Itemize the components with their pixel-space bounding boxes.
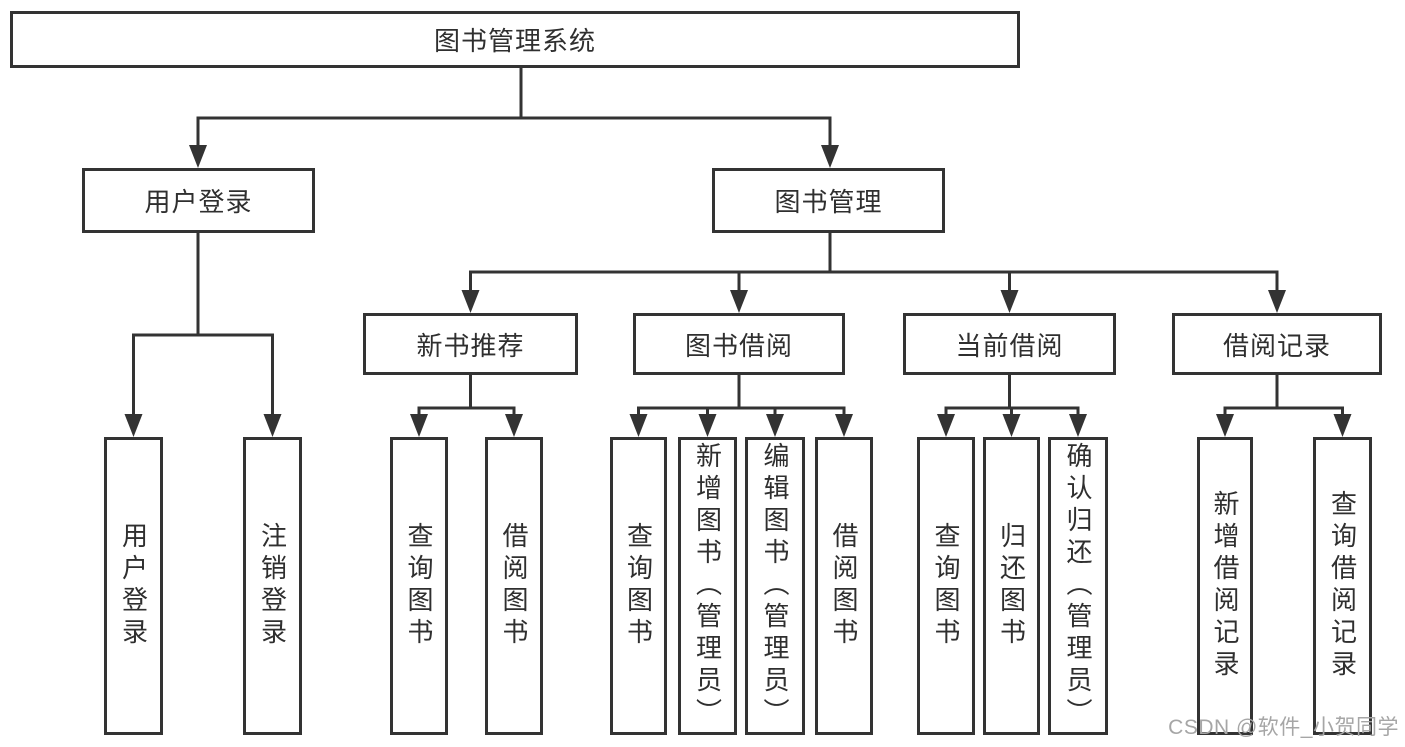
leaf-label: 借阅图书	[829, 522, 859, 650]
node-new-book-recommend: 新书推荐	[363, 313, 578, 375]
leaf-borrow-books: 借阅图书	[815, 437, 873, 735]
node-borrow-record-label: 借阅记录	[1222, 330, 1331, 361]
leaf-label: 查询图书	[931, 522, 961, 650]
leaf-logout: 注销登录	[243, 437, 302, 735]
leaf-return-books: 归还图书	[983, 437, 1040, 735]
node-root: 图书管理系统	[10, 11, 1020, 68]
leaf-confirm-return-admin: 确认归还（管理员）	[1048, 437, 1108, 735]
leaf-user-login: 用户登录	[104, 437, 163, 735]
node-book-borrow-label: 图书借阅	[684, 330, 793, 361]
node-book-management: 图书管理	[712, 168, 945, 233]
leaf-query-borrow-record: 查询借阅记录	[1313, 437, 1372, 735]
node-book-borrow: 图书借阅	[633, 313, 845, 375]
leaf-label: 查询借阅记录	[1327, 490, 1358, 682]
leaf-query-books-borrow: 查询图书	[610, 437, 667, 735]
watermark: CSDN @软件_小贺同学	[1168, 716, 1399, 739]
node-user-login-label: 用户登录	[144, 187, 253, 217]
leaf-label: 用户登录	[118, 522, 149, 650]
node-current-borrow-label: 当前借阅	[955, 330, 1064, 361]
leaf-label: 编辑图书（管理员）	[760, 442, 790, 730]
leaf-label: 新增图书（管理员）	[692, 442, 723, 730]
leaf-add-books-admin: 新增图书（管理员）	[678, 437, 737, 735]
node-user-login: 用户登录	[82, 168, 315, 233]
node-new-book-recommend-label: 新书推荐	[416, 330, 525, 361]
leaf-edit-books-admin: 编辑图书（管理员）	[745, 437, 805, 735]
node-root-label: 图书管理系统	[433, 26, 596, 56]
arrowheads	[124, 145, 1352, 437]
leaf-borrow-books-recommend: 借阅图书	[485, 437, 543, 735]
node-book-management-label: 图书管理	[774, 187, 883, 217]
leaf-label: 查询图书	[623, 522, 654, 650]
leaf-label: 归还图书	[996, 522, 1027, 650]
leaf-query-books-current: 查询图书	[917, 437, 975, 735]
leaf-label: 新增借阅记录	[1210, 490, 1240, 682]
leaf-add-borrow-record: 新增借阅记录	[1197, 437, 1253, 735]
leaf-label: 查询图书	[404, 522, 434, 650]
leaf-label: 借阅图书	[499, 522, 529, 650]
leaf-label: 注销登录	[257, 522, 288, 650]
leaf-query-books-recommend: 查询图书	[390, 437, 448, 735]
leaf-label: 确认归还（管理员）	[1063, 442, 1093, 730]
node-borrow-record: 借阅记录	[1172, 313, 1382, 375]
node-current-borrow: 当前借阅	[903, 313, 1116, 375]
